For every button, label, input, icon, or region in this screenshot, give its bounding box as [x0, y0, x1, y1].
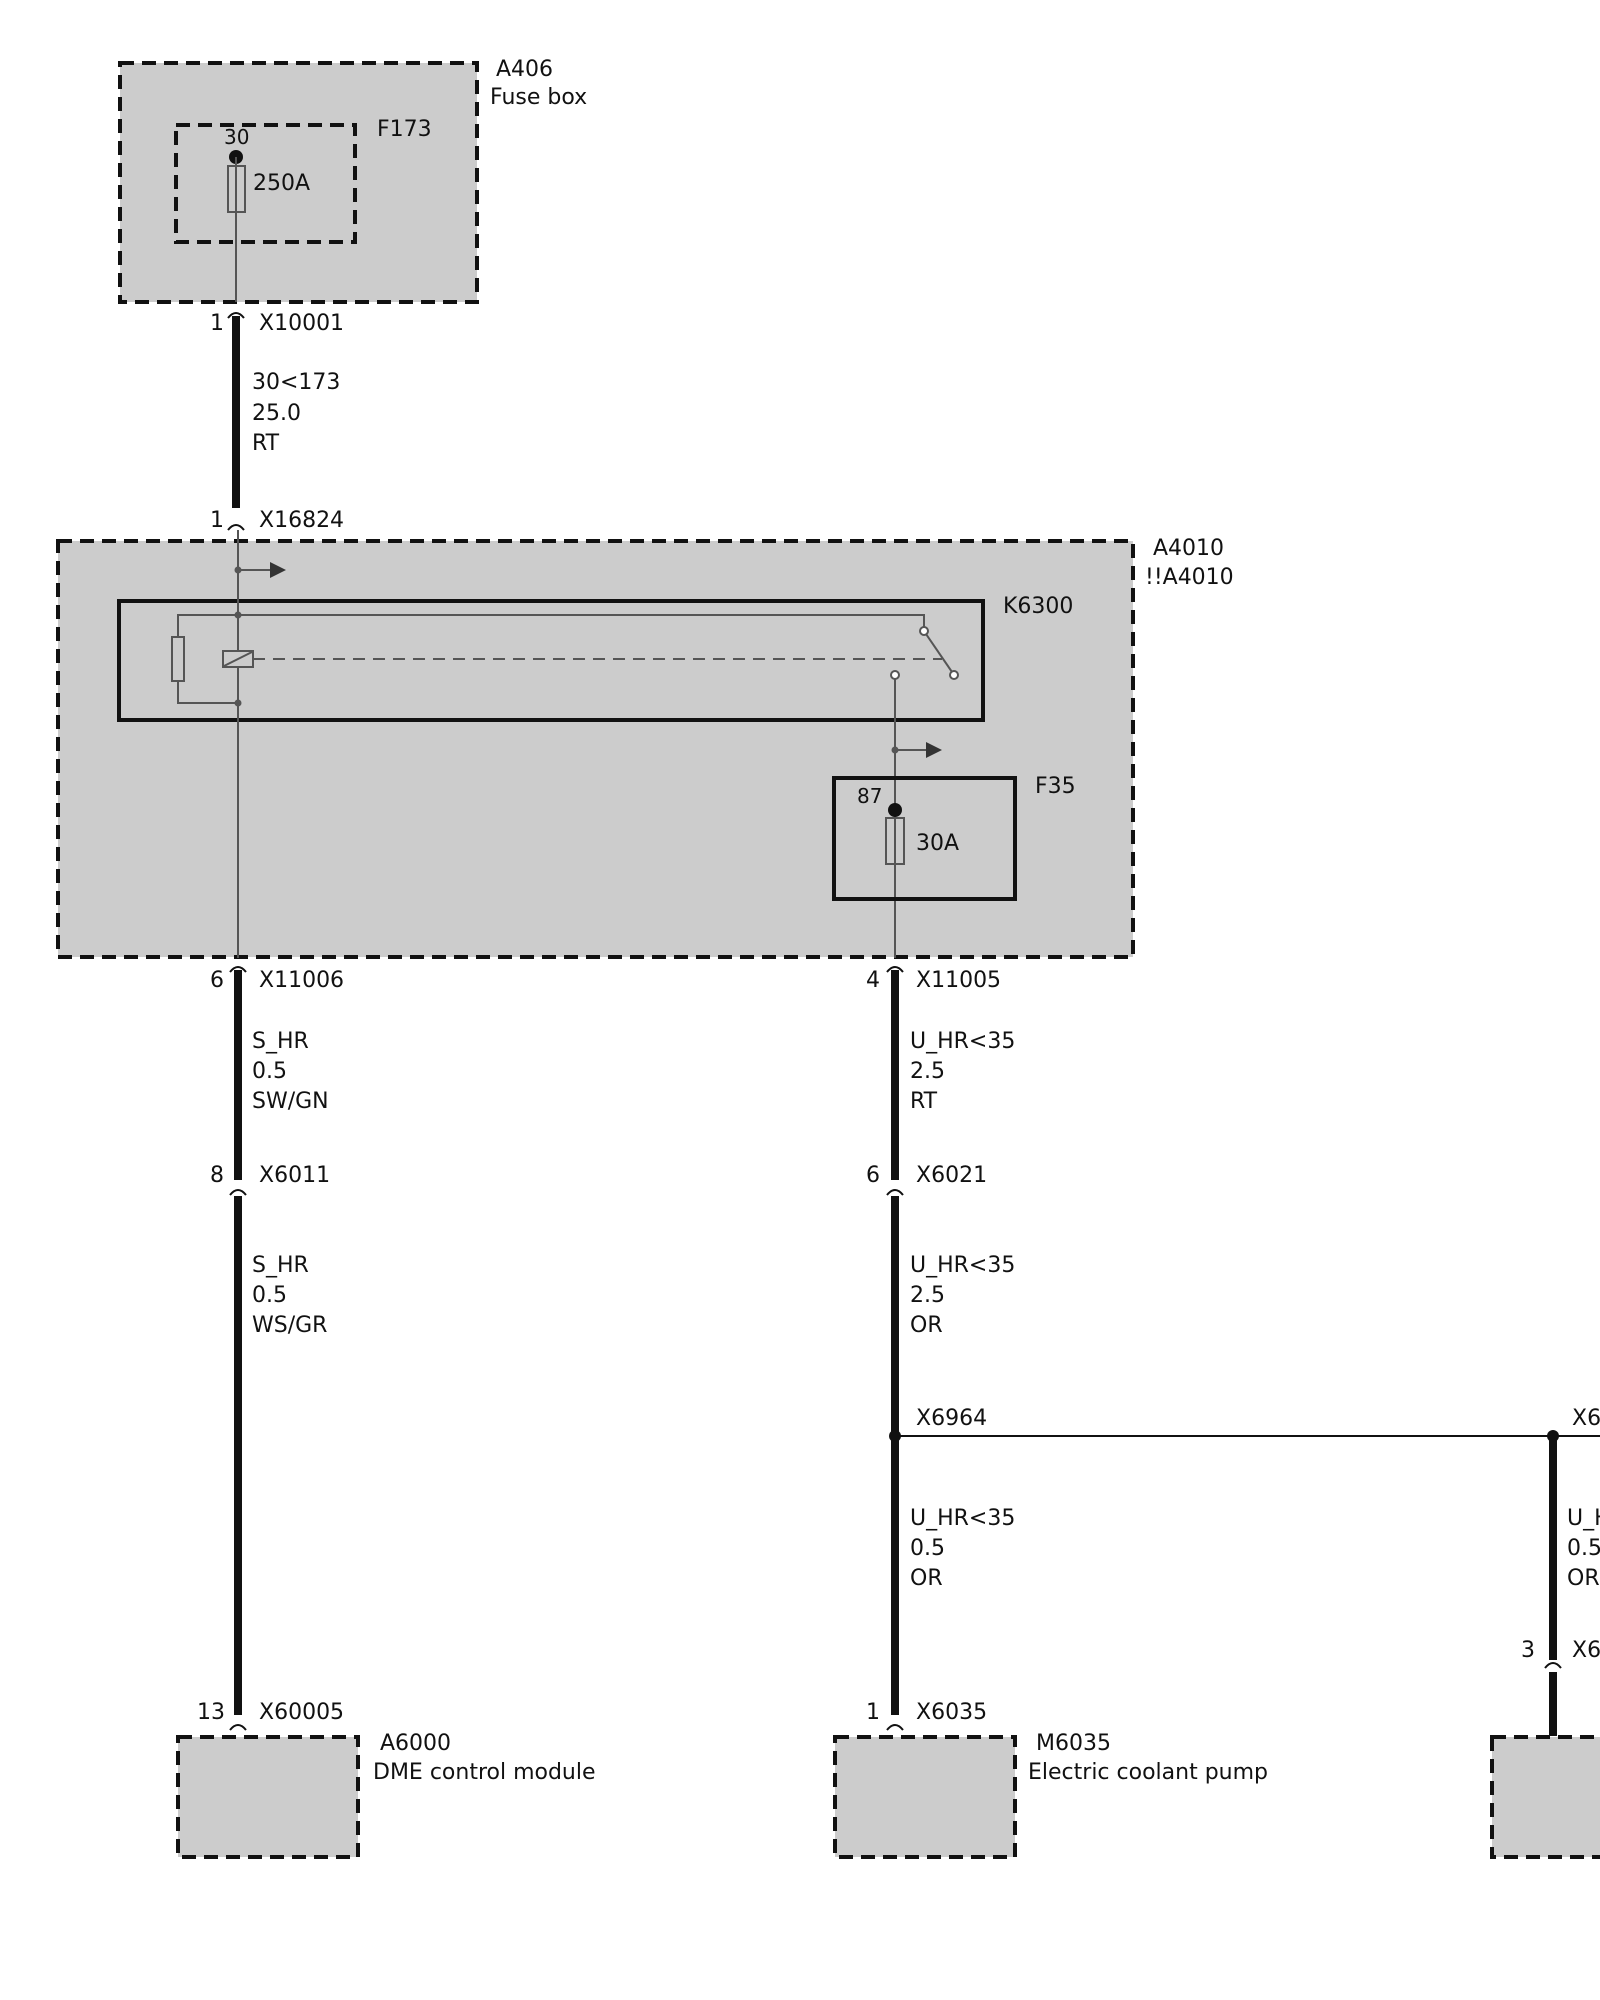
wire4-color-label: WS/GR	[252, 1313, 327, 1338]
module-a4010	[56, 539, 1135, 959]
f35-id-label: F35	[1035, 774, 1076, 799]
x6021-pin-label: 6	[866, 1163, 880, 1188]
wire1-color-label: RT	[252, 431, 280, 456]
f35-terminal-dot	[888, 803, 902, 817]
wire3-color-label: RT	[910, 1089, 938, 1114]
relay-contact-feed	[238, 614, 925, 628]
f35-terminal-label: 87	[857, 784, 882, 808]
wire6-color-label: OR	[910, 1566, 943, 1591]
wire6-size-label: 0.5	[910, 1536, 945, 1561]
relay-switch-blade	[925, 633, 953, 673]
wire7-color-label: OR	[1567, 1566, 1600, 1591]
wire2-color-label: SW/GN	[252, 1089, 329, 1114]
x60005-connector-symbol	[229, 1724, 247, 1731]
f35-rating-label: 30A	[916, 831, 959, 856]
relay-contact-pivot	[919, 626, 929, 636]
x16824-id-label: X16824	[259, 508, 344, 533]
f173-id-label: F173	[377, 117, 432, 142]
x11006-id-label: X11006	[259, 968, 344, 993]
x10001-connector-symbol	[227, 312, 245, 319]
x60005-pin-label: 13	[197, 1700, 225, 1725]
a406-id-label: A406	[496, 57, 553, 82]
wire3-size-label: 2.5	[910, 1059, 945, 1084]
x16824-pin-label: 1	[210, 508, 224, 533]
f173-rating-label: 250A	[253, 171, 310, 196]
x6964-right-id-label: X6	[1572, 1406, 1600, 1431]
x16824-connector-symbol	[227, 524, 245, 531]
a4010-alt-label: !!A4010	[1145, 565, 1234, 590]
x11006-connector-symbol	[229, 966, 247, 973]
wire2-signal-label: S_HR	[252, 1029, 309, 1054]
right-lower-id-label: X6	[1572, 1638, 1600, 1663]
wire4-signal-label: S_HR	[252, 1253, 309, 1278]
x11005-connector-symbol	[886, 966, 904, 973]
f173-terminal-label: 30	[224, 125, 249, 149]
x10001-id-label: X10001	[259, 311, 344, 336]
wire7-size-label: 0.5	[1567, 1536, 1600, 1561]
x6011-connector-symbol	[229, 1189, 247, 1196]
wire2-size-label: 0.5	[252, 1059, 287, 1084]
x11005-pin-label: 4	[866, 968, 880, 993]
wire5-signal-label: U_HR<35	[910, 1253, 1015, 1278]
relay-contact-87	[890, 670, 900, 680]
wire5-size-label: 2.5	[910, 1283, 945, 1308]
a406-name-label: Fuse box	[490, 85, 587, 110]
fuse-f35-box	[832, 776, 1017, 901]
wire5-color-label: OR	[910, 1313, 943, 1338]
fuse-box-a406	[118, 61, 479, 304]
relay-k6300	[117, 599, 985, 722]
x11005-id-label: X11005	[916, 968, 1001, 993]
x60005-id-label: X60005	[259, 1700, 344, 1725]
x10001-pin-label: 1	[210, 311, 224, 336]
m6035-id-label: M6035	[1036, 1731, 1111, 1756]
x6011-id-label: X6011	[259, 1163, 330, 1188]
wire1-size-label: 25.0	[252, 401, 301, 426]
x6035-connector-symbol	[886, 1724, 904, 1731]
x6035-pin-label: 1	[866, 1700, 880, 1725]
relay-diode-resistor-symbol	[171, 636, 185, 682]
a4010-id-label: A4010	[1153, 536, 1224, 561]
wire6-signal-label: U_HR<35	[910, 1506, 1015, 1531]
a6000-name-label: DME control module	[373, 1760, 596, 1785]
wire1-signal-label: 30<173	[252, 370, 340, 395]
right-branch-arrow-icon	[926, 742, 942, 758]
x6021-connector-symbol	[886, 1189, 904, 1196]
wire3-signal-label: U_HR<35	[910, 1029, 1015, 1054]
a6000-id-label: A6000	[380, 1731, 451, 1756]
module-far-right	[1490, 1735, 1600, 1859]
x6011-pin-label: 8	[210, 1163, 224, 1188]
relay-coil-slash	[223, 651, 253, 667]
x11006-pin-label: 6	[210, 968, 224, 993]
wire4-size-label: 0.5	[252, 1283, 287, 1308]
left-branch-arrow-icon	[270, 562, 286, 578]
module-m6035	[833, 1735, 1017, 1859]
right-lower-pin-label: 3	[1521, 1638, 1535, 1663]
right-lower-connector-symbol	[1544, 1662, 1562, 1669]
x6035-id-label: X6035	[916, 1700, 987, 1725]
relay-contact-end	[949, 670, 959, 680]
k6300-id-label: K6300	[1003, 594, 1073, 619]
module-a6000	[176, 1735, 360, 1859]
wire7-signal-label: U_H	[1567, 1506, 1600, 1531]
m6035-name-label: Electric coolant pump	[1028, 1760, 1268, 1785]
x6964-id-label: X6964	[916, 1406, 987, 1431]
f35-fuse-symbol	[885, 817, 905, 865]
fuse-f173-box	[174, 123, 357, 244]
x6021-id-label: X6021	[916, 1163, 987, 1188]
